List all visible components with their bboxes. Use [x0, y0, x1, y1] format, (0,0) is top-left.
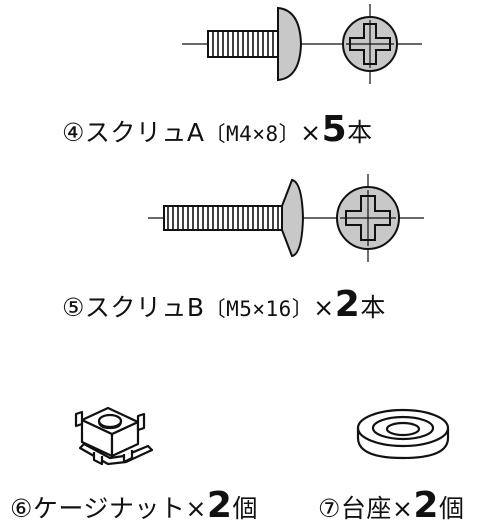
part-5-times: ×	[313, 293, 335, 322]
screw-a-end-view	[308, 4, 422, 84]
part-4-number: ④	[62, 118, 85, 147]
part-7-times: ×	[391, 494, 414, 523]
screw-b-end-view	[308, 174, 424, 262]
part-4-unit: 本	[347, 118, 373, 147]
part-5-unit: 本	[360, 293, 386, 322]
part-7-name: 台座	[340, 494, 392, 523]
part-5-caption: ⑤スクリュB〔M5×16〕×2本	[62, 287, 386, 324]
countersunk-screw-icon	[148, 178, 308, 258]
part-7-caption: ⑦台座×2個	[318, 488, 465, 524]
part-4-spec: 〔M4×8〕	[204, 122, 301, 146]
part-7-unit: 個	[438, 494, 465, 523]
part-5-name: スクリュB	[84, 293, 205, 322]
part-5-count: 2	[334, 284, 361, 325]
part-6-times: ×	[185, 494, 207, 523]
part-4-caption: ④スクリュA〔M4×8〕×5本	[62, 112, 373, 149]
part-4-count: 5	[321, 109, 348, 150]
cage-nut-icon	[74, 406, 154, 466]
screw-a-figure	[182, 4, 422, 84]
part-7-number: ⑦	[318, 494, 341, 523]
screw-b-figure	[148, 174, 424, 262]
rubber-foot-icon	[356, 408, 450, 460]
part-4-times: ×	[300, 118, 322, 147]
part-6-number: ⑥	[10, 494, 33, 523]
cage-nut-figure	[74, 406, 154, 466]
part-6-count: 2	[206, 485, 233, 526]
part-5-spec: 〔M5×16〕	[204, 297, 314, 321]
rubber-foot-figure	[356, 408, 450, 460]
part-6-name: ケージナット	[32, 494, 186, 523]
truss-head-screw-icon	[182, 6, 308, 82]
part-4-name: スクリュA	[84, 118, 205, 147]
part-7-count: 2	[413, 485, 439, 526]
part-6-caption: ⑥ケージナット×2個	[10, 488, 258, 524]
part-5-number: ⑤	[62, 293, 85, 322]
part-6-unit: 個	[232, 494, 258, 523]
